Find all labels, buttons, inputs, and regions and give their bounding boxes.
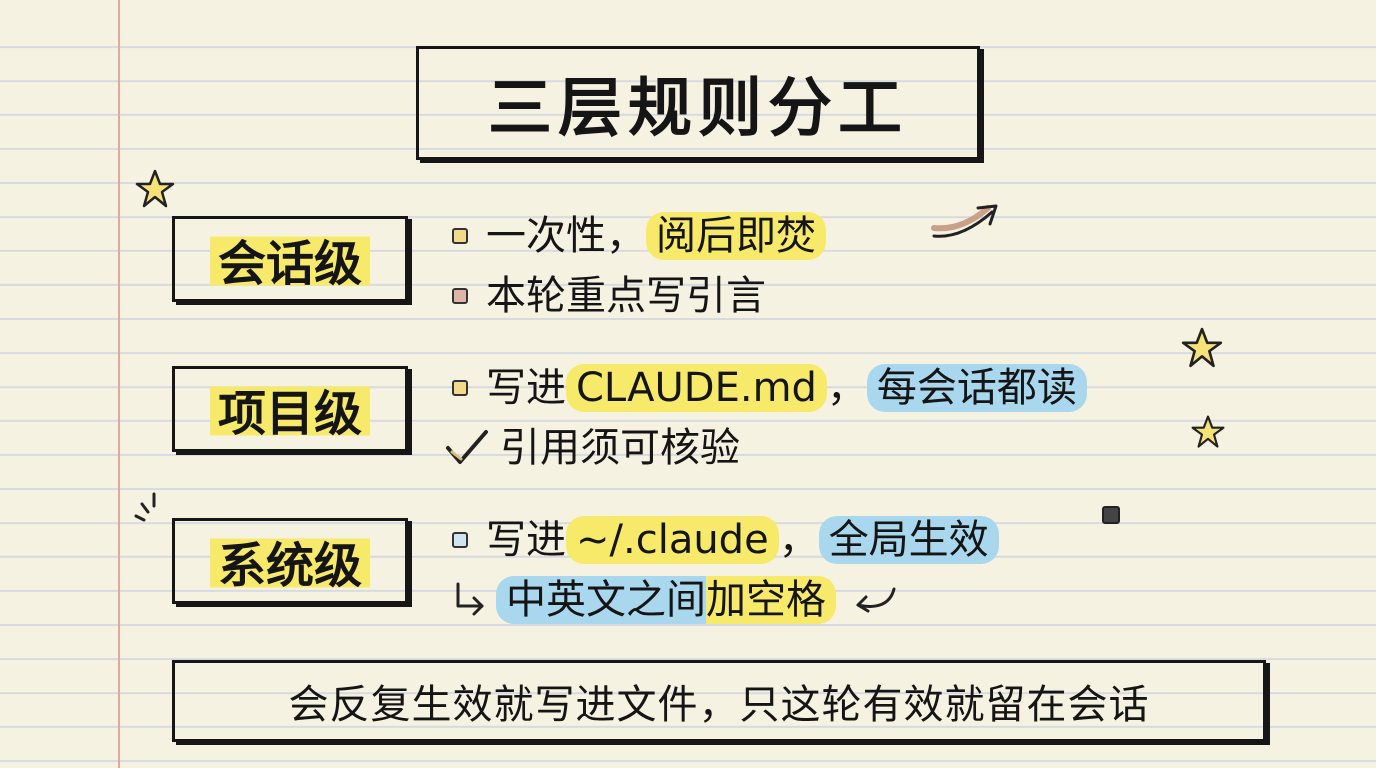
sparkle-icon	[134, 492, 156, 522]
line-text: 写进	[486, 365, 566, 411]
highlight-text: 每会话都读	[866, 364, 1087, 412]
system-line-1: 写进 ~/.claude ， 全局生效	[452, 516, 999, 564]
star-icon	[135, 169, 175, 208]
level-box-session: 会话级	[172, 216, 408, 302]
highlight-text: 阅后即焚	[646, 212, 826, 260]
summary-text: 会反复生效就写进文件，只这轮有效就留在会话	[288, 682, 1150, 728]
title-box: 三层规则分工	[416, 46, 980, 160]
level-label: 项目级	[209, 374, 370, 444]
level-box-project: 项目级	[172, 366, 408, 452]
session-line-2: 本轮重点写引言	[452, 272, 766, 320]
page-title: 三层规则分工	[488, 72, 908, 146]
highlight-text: 全局生效	[818, 516, 999, 564]
star-icon	[1191, 415, 1225, 448]
notebook-margin-line	[118, 0, 120, 768]
highlight-text: 中英文之间	[496, 576, 706, 624]
level-label: 系统级	[209, 526, 370, 596]
level-box-system: 系统级	[172, 518, 408, 604]
system-line-2: 中英文之间加空格	[450, 576, 900, 624]
curved-arrow-icon	[856, 587, 896, 613]
highlight-text: ~/.claude	[566, 516, 779, 564]
line-text: 本轮重点写引言	[486, 273, 766, 319]
hook-arrow-icon	[456, 582, 484, 616]
highlight-text: 加空格	[706, 576, 836, 624]
bullet-icon	[452, 288, 468, 304]
bullet-icon	[452, 532, 468, 548]
line-text: 写进	[486, 517, 566, 563]
highlight-text: CLAUDE.md	[566, 364, 827, 412]
checkmark-icon	[446, 430, 488, 464]
line-text: ，	[826, 365, 867, 411]
session-line-1: 一次性， 阅后即焚	[452, 212, 826, 260]
bullet-icon	[452, 228, 468, 244]
curved-arrow-icon	[931, 204, 998, 238]
star-icon	[1181, 327, 1223, 368]
project-line-1: 写进 CLAUDE.md ， 每会话都读	[452, 364, 1087, 412]
project-line-2: 引用须可核验	[444, 424, 740, 472]
summary-box: 会反复生效就写进文件，只这轮有效就留在会话	[172, 660, 1266, 742]
bullet-icon	[452, 380, 468, 396]
level-label: 会话级	[209, 224, 370, 294]
line-text: 引用须可核验	[500, 425, 740, 471]
line-text: 一次性，	[486, 213, 646, 259]
line-text: ，	[778, 517, 819, 563]
square-mark-icon	[1102, 506, 1120, 524]
